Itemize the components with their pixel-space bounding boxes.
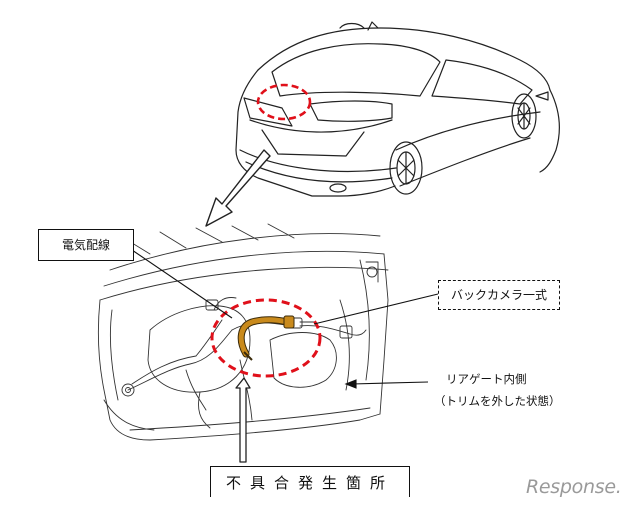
defect-arrow-icon xyxy=(235,377,251,463)
watermark-text: Response. xyxy=(526,476,622,498)
defect-wire xyxy=(237,315,295,361)
car-illustration xyxy=(235,21,560,197)
outline-arrow-icon xyxy=(205,149,271,227)
leader-lines xyxy=(131,249,439,389)
camera-label: バックカメラ一式 xyxy=(438,280,560,310)
defect-highlight-ellipse xyxy=(210,298,322,378)
car-highlight-ellipse xyxy=(256,83,312,121)
response-watermark: Response. xyxy=(516,476,622,498)
wiring-label: 電気配線 xyxy=(38,229,134,261)
trim-removed-label: （トリムを外した状態） xyxy=(434,394,561,408)
defect-location-label: 不具合発生箇所 xyxy=(210,466,410,497)
rear-gate-inner-label: リアゲート内側 xyxy=(446,372,527,386)
tailgate-detail xyxy=(97,223,389,441)
